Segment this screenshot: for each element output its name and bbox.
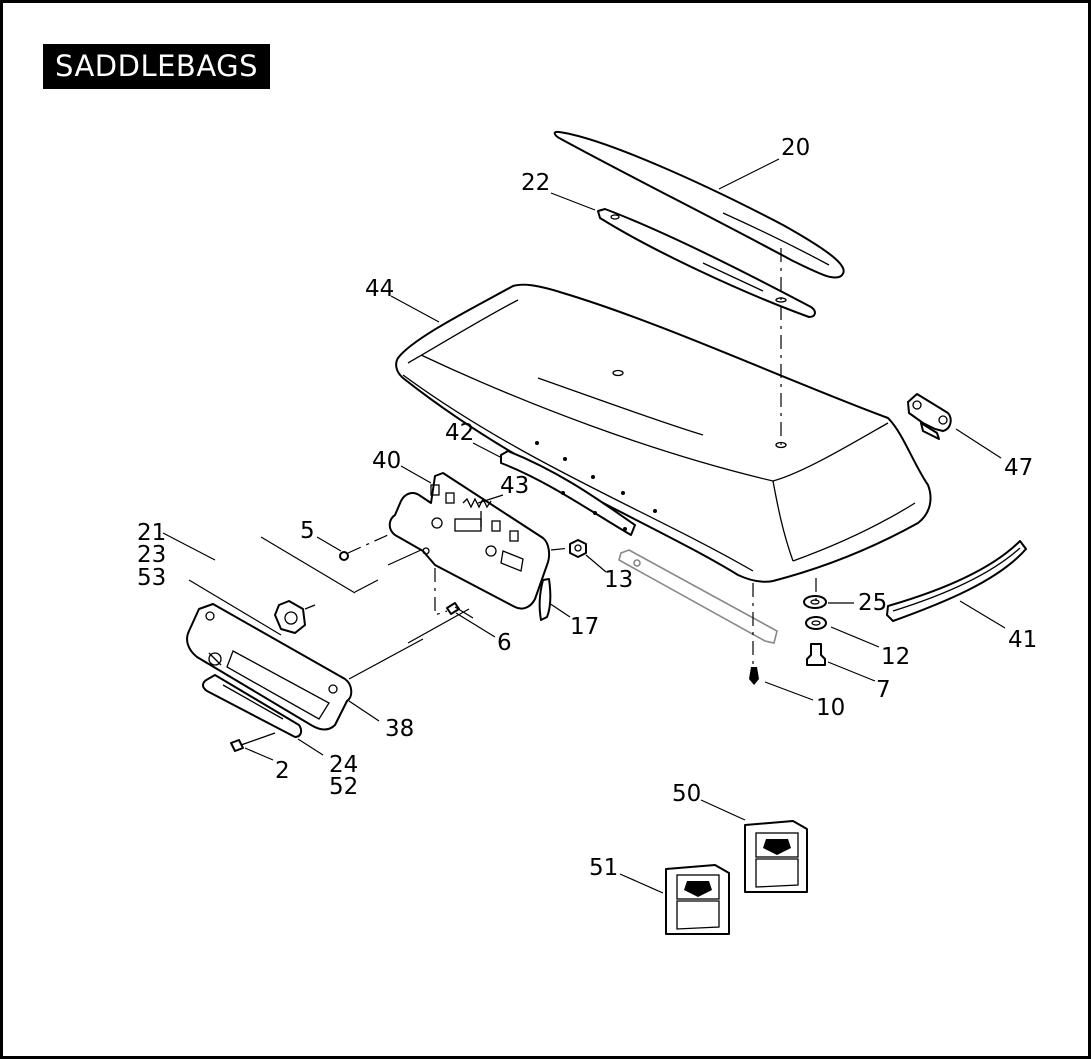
callout-17: 17: [570, 614, 599, 640]
callout-50: 50: [672, 781, 701, 807]
callout-41: 41: [1008, 627, 1037, 653]
part-40-latch-mechanism[interactable]: [388, 472, 551, 610]
callout-6: 6: [497, 630, 512, 656]
lid-strap[interactable]: [618, 549, 778, 644]
callout-51: 51: [589, 855, 618, 881]
callout-labels: 20 22 44 42 40 43 47 21 23 53 5 13 25 41…: [137, 135, 1037, 881]
callout-23: 23: [137, 542, 166, 568]
part-43-spring[interactable]: [462, 497, 492, 527]
leader-lines: [162, 158, 1006, 894]
callout-5: 5: [300, 518, 315, 544]
exploded-parts-diagram: 20 22 44 42 40 43 47 21 23 53 5 13 25 41…: [137, 130, 1037, 935]
part-25-washer[interactable]: [803, 595, 827, 609]
part-42-hinge-rail[interactable]: [500, 441, 657, 536]
page-title: SADDLEBAGS: [43, 44, 271, 89]
part-10-screw[interactable]: [749, 667, 759, 685]
part-5-screw[interactable]: [339, 534, 389, 561]
part-47-bracket[interactable]: [907, 393, 952, 440]
part-21-lock-cylinder[interactable]: [274, 600, 316, 634]
callout-47: 47: [1004, 455, 1033, 481]
callout-52: 52: [329, 774, 358, 800]
callout-53: 53: [137, 565, 166, 591]
part-17-latch-hook[interactable]: [538, 578, 552, 621]
part-41-lower-trim[interactable]: [886, 540, 1027, 622]
callout-13: 13: [604, 567, 633, 593]
callout-38: 38: [385, 716, 414, 742]
part-12-washer[interactable]: [805, 616, 827, 630]
callout-40: 40: [372, 448, 401, 474]
part-50-decal-pack[interactable]: [744, 820, 808, 893]
part-13-nut[interactable]: [569, 539, 587, 558]
part-20-trim-strip[interactable]: [553, 130, 845, 279]
callout-2: 2: [275, 758, 290, 784]
callout-44: 44: [365, 276, 394, 302]
part-6-screw[interactable]: [446, 602, 474, 619]
part-2-bolt[interactable]: [230, 732, 276, 752]
callout-21: 21: [137, 520, 166, 546]
callout-43: 43: [500, 473, 529, 499]
callout-12: 12: [881, 644, 910, 670]
callout-7: 7: [876, 677, 891, 703]
callout-22: 22: [521, 170, 550, 196]
callout-24: 24: [329, 752, 358, 778]
part-7-bolt[interactable]: [806, 643, 826, 666]
assembly-lines: [348, 248, 817, 680]
callout-25: 25: [858, 590, 887, 616]
part-51-decal-pack[interactable]: [665, 864, 730, 935]
part-24-handle-insert[interactable]: [202, 674, 303, 738]
part-38-handle-cover[interactable]: [186, 603, 353, 731]
part-22-trim-backing[interactable]: [597, 208, 816, 318]
callout-20: 20: [781, 135, 810, 161]
callout-42: 42: [445, 420, 474, 446]
callout-10: 10: [816, 695, 845, 721]
